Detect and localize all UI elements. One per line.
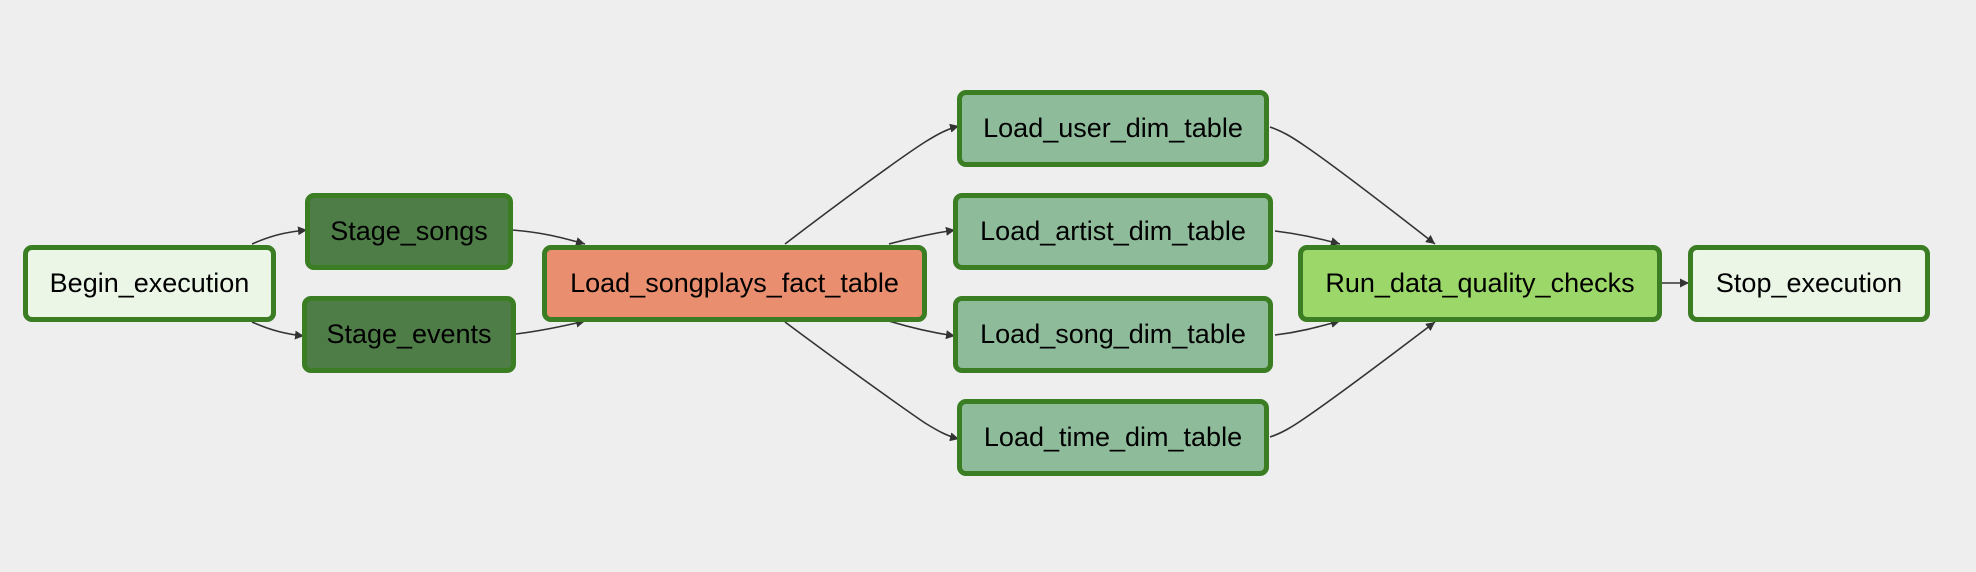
- edge-load-user-dim-to-run-checks: [1269, 126, 1436, 245]
- task-node-load-song-dim-table[interactable]: Load_song_dim_table: [953, 296, 1273, 373]
- edge-load-songplays-to-load-artist-dim: [888, 226, 956, 245]
- edge-load-songplays-to-load-song-dim: [888, 320, 956, 340]
- edge-load-song-dim-to-run-checks: [1274, 319, 1341, 336]
- task-node-begin-execution[interactable]: Begin_execution: [23, 245, 276, 322]
- task-label: Stop_execution: [1715, 268, 1903, 298]
- edge-stage-songs-to-load-songplays: [511, 229, 586, 246]
- task-node-load-time-dim-table[interactable]: Load_time_dim_table: [957, 399, 1269, 476]
- task-label: Stage_songs: [330, 216, 488, 246]
- task-label: Load_user_dim_table: [983, 113, 1243, 143]
- edge-load-time-dim-to-run-checks: [1269, 321, 1436, 438]
- task-label: Load_time_dim_table: [983, 422, 1243, 452]
- edge-begin-execution-to-stage-songs: [251, 226, 308, 245]
- task-label: Stage_events: [326, 319, 492, 349]
- task-node-stage-events[interactable]: Stage_events: [302, 296, 516, 373]
- task-node-load-artist-dim-table[interactable]: Load_artist_dim_table: [953, 193, 1273, 270]
- edge-stage-events-to-load-songplays: [515, 318, 586, 335]
- task-node-load-user-dim-table[interactable]: Load_user_dim_table: [957, 90, 1269, 167]
- task-node-stage-songs[interactable]: Stage_songs: [305, 193, 513, 270]
- edge-load-artist-dim-to-run-checks: [1274, 230, 1341, 246]
- task-node-run-data-quality-checks[interactable]: Run_data_quality_checks: [1298, 245, 1662, 322]
- task-label: Begin_execution: [49, 268, 250, 298]
- task-label: Load_artist_dim_table: [980, 216, 1246, 246]
- task-node-load-songplays-fact-table[interactable]: Load_songplays_fact_table: [542, 245, 927, 322]
- task-label: Load_songplays_fact_table: [570, 268, 899, 298]
- task-node-stop-execution[interactable]: Stop_execution: [1688, 245, 1930, 322]
- edge-load-songplays-to-load-time-dim: [784, 321, 960, 442]
- edge-begin-execution-to-stage-events: [251, 321, 305, 340]
- task-label: Run_data_quality_checks: [1325, 268, 1635, 298]
- edge-load-songplays-to-load-user-dim: [784, 123, 960, 245]
- task-label: Load_song_dim_table: [980, 319, 1246, 349]
